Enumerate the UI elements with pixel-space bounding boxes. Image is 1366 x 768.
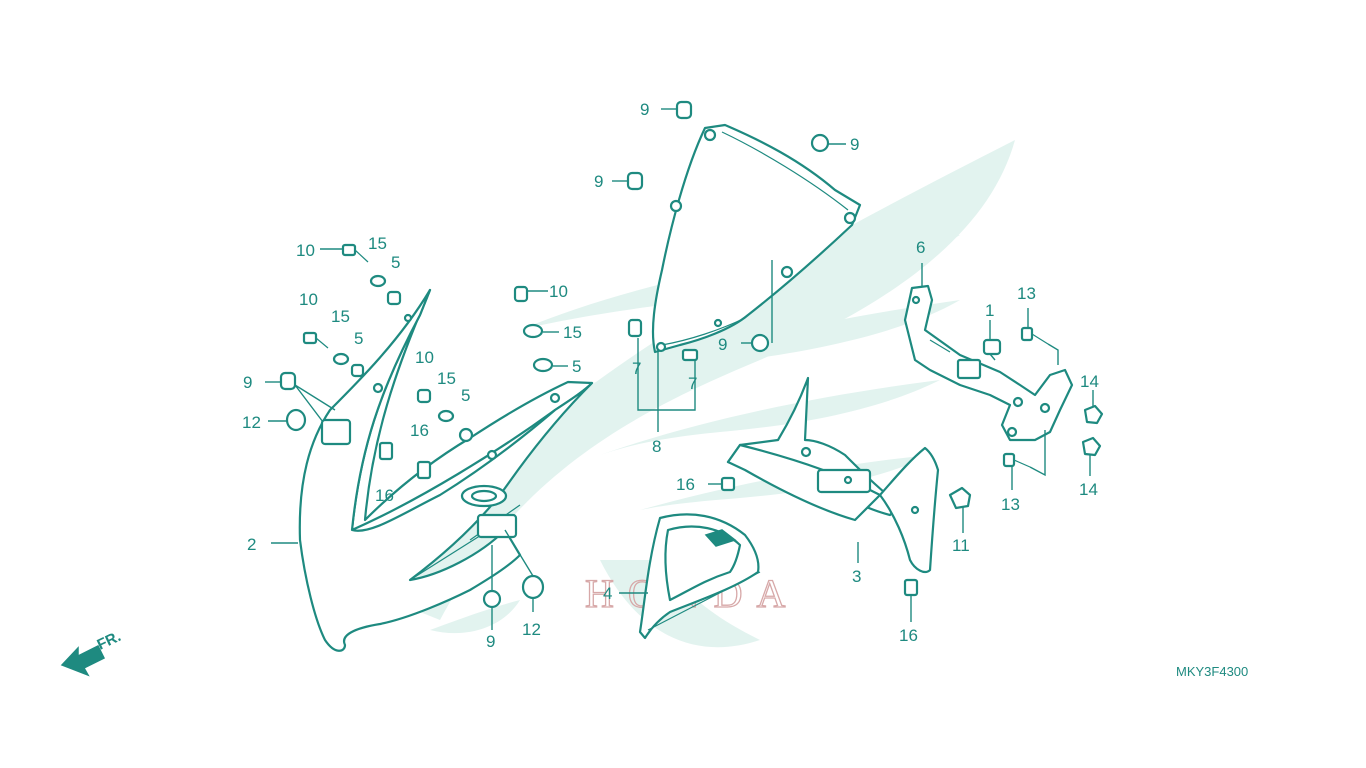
lower-inner-cover [638, 513, 761, 640]
callout-7: 7 [688, 374, 697, 393]
callout-9: 9 [486, 632, 495, 651]
upper-cowl-stay [903, 284, 1074, 442]
callout-15: 15 [563, 323, 582, 342]
callout-9: 9 [640, 100, 649, 119]
callout-15: 15 [368, 234, 387, 253]
callout-15: 15 [331, 307, 350, 326]
callout-10: 10 [549, 282, 568, 301]
callout-12: 12 [242, 413, 261, 432]
callout-5: 5 [354, 329, 363, 348]
inner-panel [726, 376, 940, 574]
callout-9: 9 [718, 335, 727, 354]
callout-9: 9 [243, 373, 252, 392]
callout-16: 16 [410, 421, 429, 440]
callout-14: 14 [1080, 372, 1099, 391]
callout-8: 8 [652, 437, 661, 456]
callout-5: 5 [461, 386, 470, 405]
callout-3: 3 [852, 567, 861, 586]
front-arrow: FR. [60, 628, 124, 677]
front-arrow-label: FR. [95, 628, 124, 654]
callout-2: 2 [247, 535, 256, 554]
callout-15: 15 [437, 369, 456, 388]
callout-16: 16 [899, 626, 918, 645]
windscreen [651, 123, 862, 354]
callout-10: 10 [299, 290, 318, 309]
diagram-code: MKY3F4300 [1176, 664, 1248, 679]
callout-10: 10 [296, 241, 315, 260]
callout-10: 10 [415, 348, 434, 367]
callout-6: 6 [916, 238, 925, 257]
callout-4: 4 [603, 584, 612, 603]
callout-7: 7 [632, 359, 641, 378]
callout-9: 9 [594, 172, 603, 191]
callout-12: 12 [522, 620, 541, 639]
callout-13: 13 [1001, 495, 1020, 514]
callout-13: 13 [1017, 284, 1036, 303]
callout-9: 9 [850, 135, 859, 154]
callout-11: 11 [952, 536, 970, 555]
callout-16: 16 [676, 475, 695, 494]
callout-14: 14 [1079, 480, 1098, 499]
hardware-parts [279, 100, 1104, 609]
callout-labels: 9 9 9 9 9 9 10 10 10 10 15 15 15 15 5 5 … [242, 100, 1248, 679]
callout-5: 5 [572, 357, 581, 376]
callout-16: 16 [375, 486, 394, 505]
leader-lines [265, 108, 1094, 630]
front-upper-cowl [298, 288, 594, 652]
callout-5: 5 [391, 253, 400, 272]
callout-1: 1 [985, 301, 994, 320]
